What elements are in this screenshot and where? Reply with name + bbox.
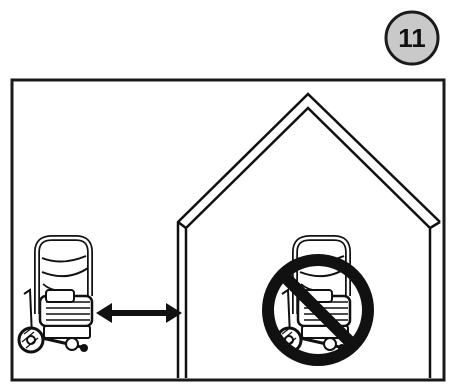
double-headed-arrow-icon	[96, 303, 182, 323]
step-number: 11	[398, 23, 426, 53]
step-badge: 11	[384, 10, 440, 66]
house-outline-icon	[176, 92, 441, 378]
prohibition-sign-icon	[262, 254, 374, 366]
step-badge-circle	[384, 10, 440, 66]
